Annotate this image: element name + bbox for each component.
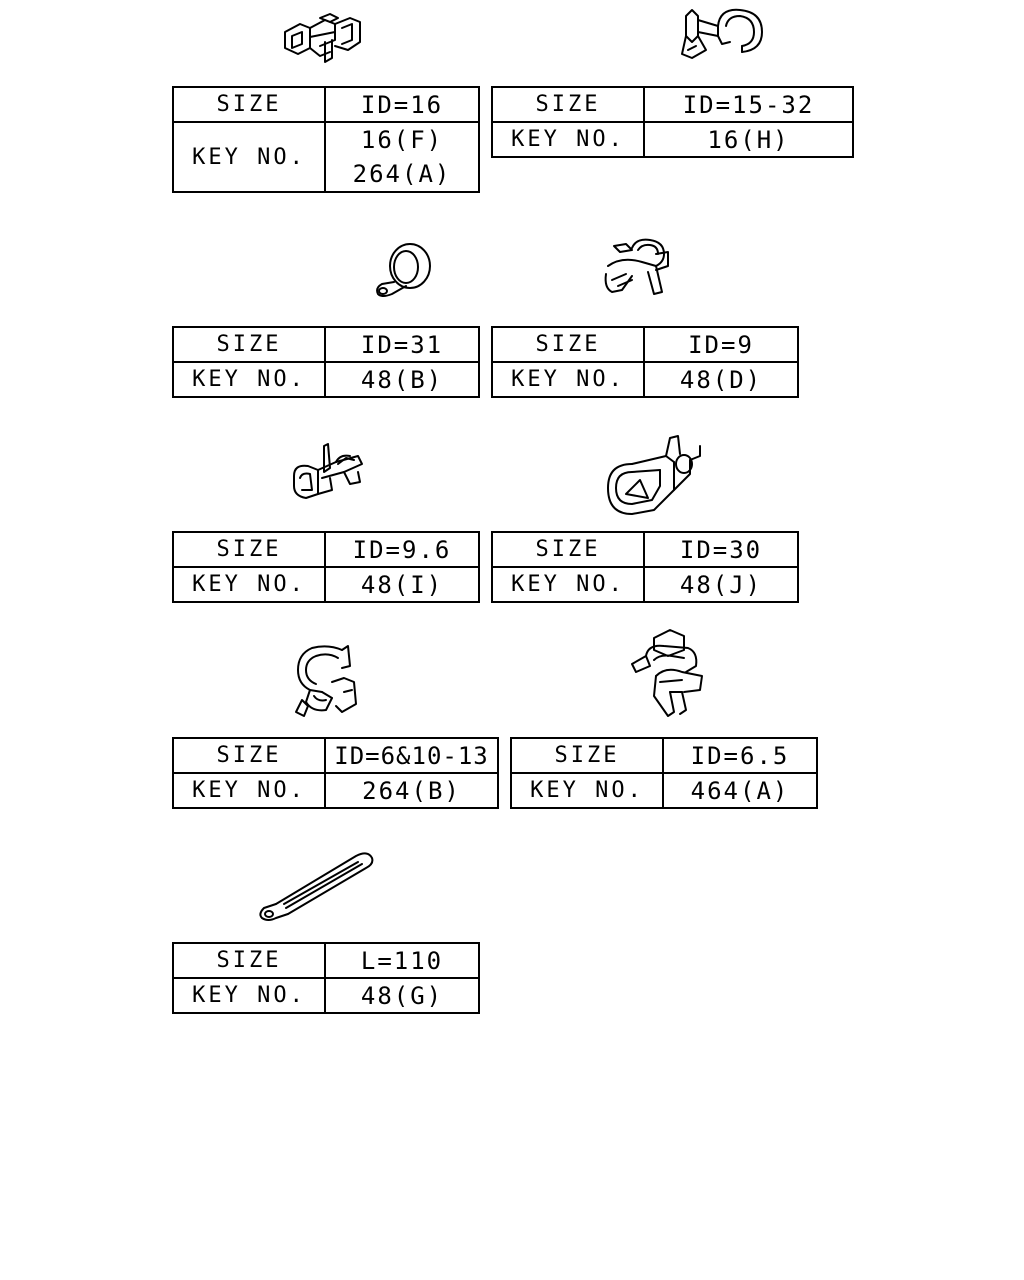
hose-clip-bracket-icon	[681, 8, 763, 59]
size-value: ID=9	[643, 326, 799, 363]
key-label: KEY NO.	[172, 361, 326, 398]
size-label: SIZE	[491, 531, 645, 568]
p-clamp-icon	[376, 243, 431, 297]
size-row: SIZE ID=30	[491, 531, 799, 568]
key-value-line: 264(A)	[352, 160, 452, 188]
size-row: SIZE ID=31	[172, 326, 480, 363]
band-clamp-icon	[607, 435, 701, 515]
key-value: 464(A)	[662, 772, 818, 809]
hose-clamp-clip-icon	[284, 13, 361, 63]
key-label: KEY NO.	[491, 121, 645, 158]
size-value: ID=6.5	[662, 737, 818, 774]
spec-table-l110: SIZE L=110 KEY NO. 48(G)	[172, 942, 480, 1014]
size-label: SIZE	[172, 86, 326, 123]
key-row: KEY NO. 48(B)	[172, 361, 480, 398]
key-value: 48(D)	[643, 361, 799, 398]
key-row: KEY NO. 48(G)	[172, 977, 480, 1014]
key-row: KEY NO. 16(F) 264(A)	[172, 121, 480, 193]
key-value: 48(G)	[324, 977, 480, 1014]
size-label: SIZE	[491, 326, 645, 363]
spec-table-id9: SIZE ID=9 KEY NO. 48(D)	[491, 326, 799, 398]
spec-table-id6-5: SIZE ID=6.5 KEY NO. 464(A)	[510, 737, 818, 809]
spec-table-id9-6: SIZE ID=9.6 KEY NO. 48(I)	[172, 531, 480, 603]
size-row: SIZE ID=9.6	[172, 531, 480, 568]
size-label: SIZE	[510, 737, 664, 774]
strap-band-icon	[259, 852, 374, 921]
key-label: KEY NO.	[491, 566, 645, 603]
size-value: ID=16	[324, 86, 480, 123]
key-value: 16(H)	[643, 121, 854, 158]
size-label: SIZE	[172, 531, 326, 568]
key-value: 264(B)	[324, 772, 499, 809]
c-clip-icon	[295, 645, 357, 717]
spec-table-id6-10-13: SIZE ID=6&10-13 KEY NO. 264(B)	[172, 737, 499, 809]
size-row: SIZE L=110	[172, 942, 480, 979]
spec-table-id31: SIZE ID=31 KEY NO. 48(B)	[172, 326, 480, 398]
key-row: KEY NO. 464(A)	[510, 772, 818, 809]
push-clip-icon	[293, 443, 363, 499]
key-label: KEY NO.	[491, 361, 645, 398]
spec-table-id15-32: SIZE ID=15-32 KEY NO. 16(H)	[491, 86, 854, 158]
stacked-clip-icon	[631, 629, 703, 717]
key-label: KEY NO.	[172, 121, 326, 193]
key-row: KEY NO. 48(D)	[491, 361, 799, 398]
size-value: ID=30	[643, 531, 799, 568]
key-label: KEY NO.	[172, 772, 326, 809]
size-label: SIZE	[172, 326, 326, 363]
size-row: SIZE ID=6&10-13	[172, 737, 499, 774]
key-row: KEY NO. 48(I)	[172, 566, 480, 603]
size-row: SIZE ID=9	[491, 326, 799, 363]
key-label: KEY NO.	[172, 977, 326, 1014]
size-label: SIZE	[491, 86, 645, 123]
key-label: KEY NO.	[172, 566, 326, 603]
key-label: KEY NO.	[510, 772, 664, 809]
size-value: ID=6&10-13	[324, 737, 499, 774]
key-value: 16(F) 264(A)	[324, 121, 480, 193]
spec-table-id16: SIZE ID=16 KEY NO. 16(F) 264(A)	[172, 86, 480, 193]
size-label: SIZE	[172, 942, 326, 979]
size-row: SIZE ID=6.5	[510, 737, 818, 774]
size-value: ID=31	[324, 326, 480, 363]
size-value: ID=9.6	[324, 531, 480, 568]
size-row: SIZE ID=16	[172, 86, 480, 123]
size-label: SIZE	[172, 737, 326, 774]
key-row: KEY NO. 16(H)	[491, 121, 854, 158]
wire-clip-icon	[604, 238, 669, 295]
key-value-line: 16(F)	[360, 126, 444, 154]
spec-table-id30: SIZE ID=30 KEY NO. 48(J)	[491, 531, 799, 603]
size-value: ID=15-32	[643, 86, 854, 123]
size-value: L=110	[324, 942, 480, 979]
key-value: 48(I)	[324, 566, 480, 603]
key-value: 48(J)	[643, 566, 799, 603]
key-value: 48(B)	[324, 361, 480, 398]
key-row: KEY NO. 264(B)	[172, 772, 499, 809]
key-row: KEY NO. 48(J)	[491, 566, 799, 603]
size-row: SIZE ID=15-32	[491, 86, 854, 123]
